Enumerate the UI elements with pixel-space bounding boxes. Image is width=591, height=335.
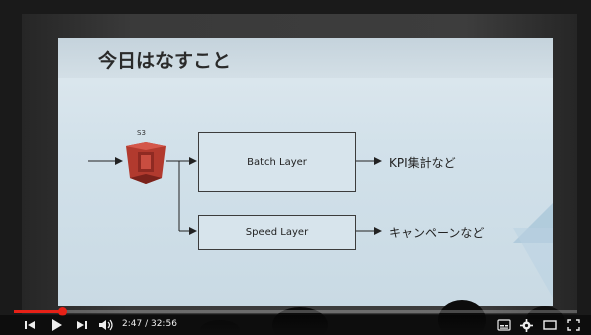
subtitles-icon [497, 319, 511, 331]
current-time: 2:47 [122, 319, 143, 329]
previous-icon [25, 321, 35, 329]
s3-label: S3 [137, 129, 146, 137]
fullscreen-button[interactable] [567, 318, 580, 332]
fullscreen-icon [567, 319, 580, 331]
speed-layer-box: Speed Layer [198, 215, 356, 250]
theater-mode-button[interactable] [543, 318, 557, 332]
batch-layer-box: Batch Layer [198, 132, 356, 192]
time-display: 2:47 / 32:56 [122, 319, 177, 329]
duration: 32:56 [150, 319, 177, 329]
settings-icon [520, 318, 533, 332]
theater-mode-icon [543, 320, 557, 330]
architecture-diagram [88, 142, 382, 235]
progress-scrubber[interactable] [57, 307, 67, 316]
previous-button[interactable] [24, 318, 36, 332]
next-icon [77, 321, 87, 329]
presentation-slide: 今日はなすこと [58, 38, 553, 306]
next-button[interactable] [76, 318, 88, 332]
batch-layer-label: Batch Layer [247, 156, 307, 168]
volume-icon [99, 319, 113, 331]
batch-output-label: KPI集計など [389, 156, 456, 170]
settings-button[interactable] [520, 318, 533, 332]
slide-title: 今日はなすこと [98, 50, 232, 72]
play-button[interactable] [49, 318, 63, 332]
slide-header: 今日はなすこと [58, 38, 553, 78]
s3-bucket-icon [126, 142, 166, 184]
subtitles-button[interactable] [497, 318, 511, 332]
slide-accent-shape-2 [513, 228, 553, 298]
time-separator: / [142, 319, 151, 329]
play-icon [52, 319, 62, 331]
progress-bar[interactable] [14, 307, 577, 316]
speed-layer-label: Speed Layer [245, 227, 309, 238]
volume-button[interactable] [98, 318, 114, 332]
progress-played [14, 310, 62, 313]
speed-output-label: キャンペーンなど [389, 226, 485, 240]
player-controls: 2:47 / 32:56 [0, 315, 591, 335]
